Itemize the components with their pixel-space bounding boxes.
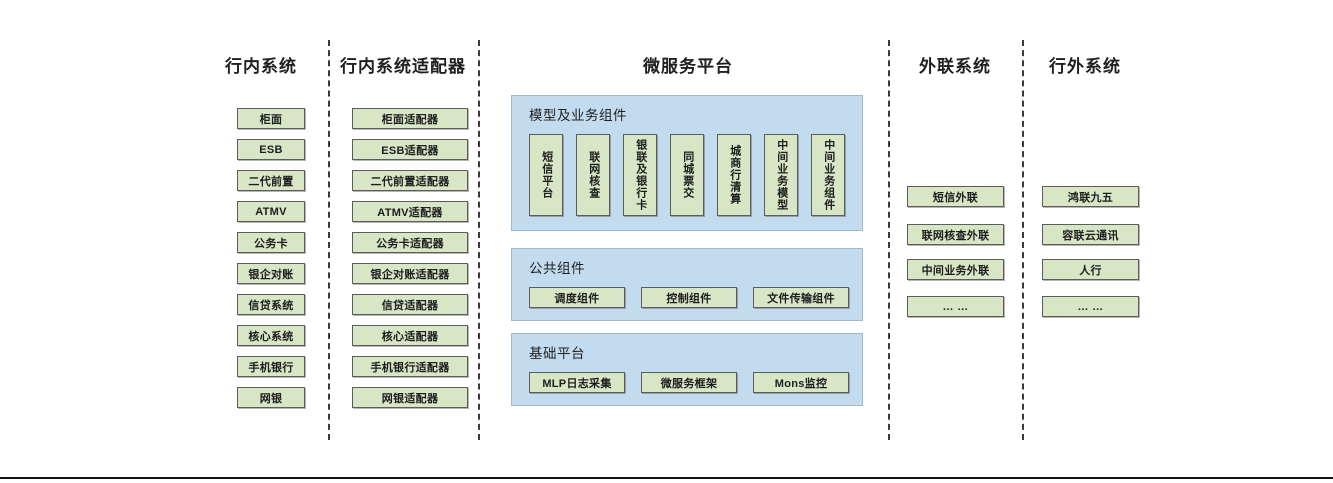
node-internal-system[interactable]: 二代前置 <box>237 170 305 191</box>
node-base-platform-component[interactable]: MLP日志采集 <box>529 372 625 393</box>
node-internal-adapter[interactable]: 信贷适配器 <box>352 294 468 315</box>
node-public-component[interactable]: 调度组件 <box>529 287 625 308</box>
node-platform-component[interactable]: 中间业务模型 <box>764 134 798 216</box>
divider-4 <box>1022 40 1024 440</box>
node-platform-component[interactable]: 城商行清算 <box>717 134 751 216</box>
node-platform-component[interactable]: 中间业务组件 <box>811 134 845 216</box>
node-internal-system[interactable]: 柜面 <box>237 108 305 129</box>
node-outside-bank-system[interactable]: 人行 <box>1042 259 1139 280</box>
page-bottom-rule <box>0 477 1333 479</box>
node-internal-system[interactable]: 银企对账 <box>237 263 305 284</box>
node-internal-adapter[interactable]: 核心适配器 <box>352 325 468 346</box>
node-platform-component[interactable]: 联网核查 <box>576 134 610 216</box>
node-platform-component[interactable]: 短信平台 <box>529 134 563 216</box>
node-external-link-system[interactable]: 联网核查外联 <box>907 224 1004 245</box>
node-external-link-system[interactable]: … … <box>907 296 1004 317</box>
node-base-platform-component[interactable]: Mons监控 <box>753 372 849 393</box>
panel-title-public-components: 公共组件 <box>529 261 585 276</box>
divider-1 <box>328 40 330 440</box>
column-title-internal-systems: 行内系统 <box>225 57 297 76</box>
node-internal-system[interactable]: ATMV <box>237 201 305 222</box>
node-platform-component[interactable]: 同城票交 <box>670 134 704 216</box>
panel-title-base-platform: 基础平台 <box>529 346 585 361</box>
node-internal-adapter[interactable]: 银企对账适配器 <box>352 263 468 284</box>
node-internal-adapter[interactable]: ATMV适配器 <box>352 201 468 222</box>
node-outside-bank-system[interactable]: … … <box>1042 296 1139 317</box>
node-base-platform-component[interactable]: 微服务框架 <box>641 372 737 393</box>
node-internal-system[interactable]: 核心系统 <box>237 325 305 346</box>
node-internal-adapter[interactable]: ESB适配器 <box>352 139 468 160</box>
node-platform-component[interactable]: 银联及银行卡 <box>623 134 657 216</box>
panel-public-components <box>511 248 863 321</box>
node-internal-adapter[interactable]: 柜面适配器 <box>352 108 468 129</box>
node-public-component[interactable]: 控制组件 <box>641 287 737 308</box>
node-outside-bank-system[interactable]: 容联云通讯 <box>1042 224 1139 245</box>
node-internal-system[interactable]: ESB <box>237 139 305 160</box>
divider-2 <box>478 40 480 440</box>
node-internal-system[interactable]: 信贷系统 <box>237 294 305 315</box>
node-external-link-system[interactable]: 中间业务外联 <box>907 259 1004 280</box>
column-title-outside-bank-systems: 行外系统 <box>1049 57 1121 76</box>
divider-3 <box>888 40 890 440</box>
node-internal-adapter[interactable]: 手机银行适配器 <box>352 356 468 377</box>
node-internal-system[interactable]: 公务卡 <box>237 232 305 253</box>
column-title-external-link-systems: 外联系统 <box>919 57 991 76</box>
node-internal-adapter[interactable]: 公务卡适配器 <box>352 232 468 253</box>
node-internal-system[interactable]: 手机银行 <box>237 356 305 377</box>
panel-base-platform <box>511 333 863 406</box>
node-internal-system[interactable]: 网银 <box>237 387 305 408</box>
node-internal-adapter[interactable]: 二代前置适配器 <box>352 170 468 191</box>
panel-title-model-business-components: 模型及业务组件 <box>529 108 627 123</box>
node-internal-adapter[interactable]: 网银适配器 <box>352 387 468 408</box>
column-title-internal-adapters: 行内系统适配器 <box>340 57 466 76</box>
node-public-component[interactable]: 文件传输组件 <box>753 287 849 308</box>
node-external-link-system[interactable]: 短信外联 <box>907 186 1004 207</box>
node-outside-bank-system[interactable]: 鸿联九五 <box>1042 186 1139 207</box>
column-title-microservice-platform: 微服务平台 <box>643 57 733 76</box>
